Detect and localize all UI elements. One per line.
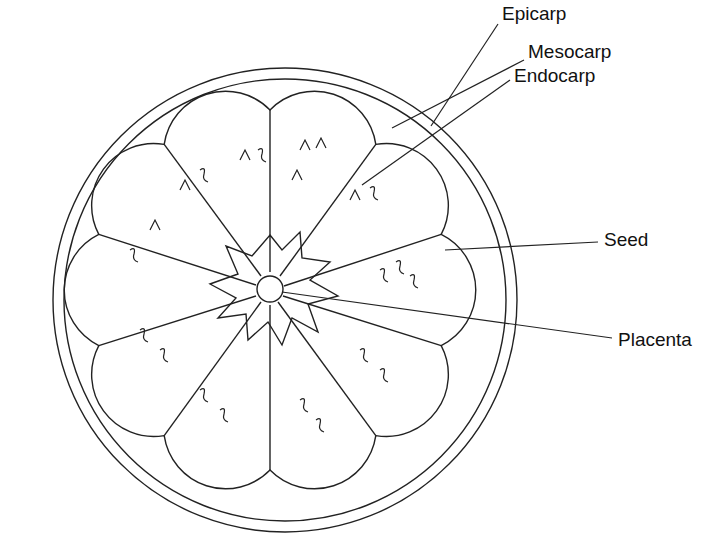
epicarp-outline <box>53 68 517 532</box>
part-label: Seed <box>604 230 648 251</box>
part-label: Placenta <box>618 330 692 351</box>
segment-outline <box>64 91 476 489</box>
mesocarp-outline <box>64 79 506 521</box>
part-label: Epicarp <box>502 4 566 25</box>
central-axis <box>210 232 338 345</box>
leader-lines <box>282 24 612 338</box>
placenta-circle <box>257 276 283 302</box>
part-label: Mesocarp <box>528 42 611 63</box>
part-label: Endocarp <box>514 66 595 87</box>
septa-lines <box>99 110 441 470</box>
seed-marks <box>130 138 418 432</box>
